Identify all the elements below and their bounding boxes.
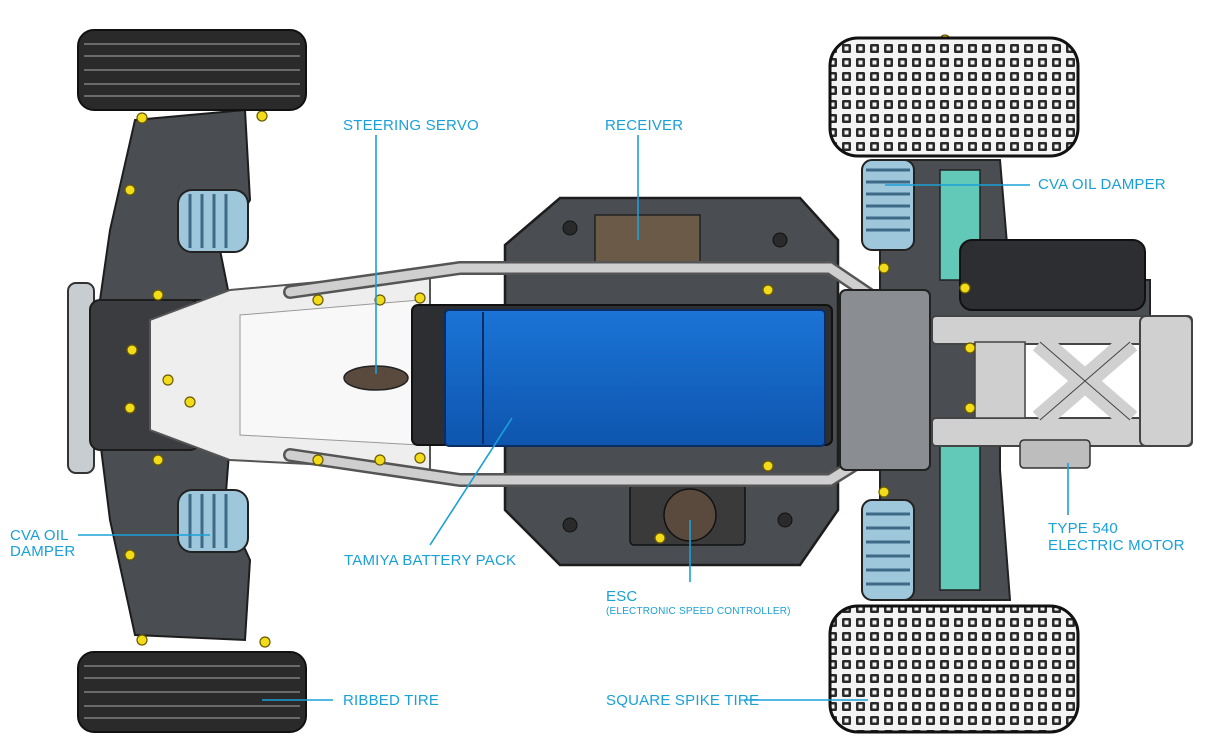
rear-frame — [931, 315, 1193, 447]
label-cva-damper-rear: CVA OIL DAMPER — [1038, 176, 1166, 193]
battery-pack — [444, 309, 826, 447]
front-damper-lower — [177, 489, 249, 553]
motor-body — [1019, 439, 1091, 469]
label-spike-tire: SQUARE SPIKE TIRE — [606, 692, 760, 709]
rear-chassis — [879, 159, 1151, 601]
label-motor-2: ELECTRIC MOTOR — [1048, 537, 1185, 554]
rear-gearbox — [839, 289, 931, 471]
label-motor-1: TYPE 540 — [1048, 520, 1118, 537]
leader-lines — [78, 135, 1069, 701]
label-cva-damper-front-2: DAMPER — [10, 543, 76, 560]
leader-battery-pack — [429, 417, 513, 546]
label-battery-pack: TAMIYA BATTERY PACK — [344, 552, 517, 569]
front-tire-top — [77, 29, 307, 111]
label-receiver: RECEIVER — [605, 117, 684, 134]
rear-damper-lower — [861, 499, 915, 601]
label-esc-full: (ELECTRONIC SPEED CONTROLLER) — [606, 606, 791, 617]
front-damper-upper — [177, 189, 249, 253]
rear-damper-upper — [861, 159, 915, 251]
receiver-box — [594, 214, 701, 268]
label-cva-damper-front-1: CVA OIL — [10, 527, 69, 544]
front-tire-bottom — [77, 651, 307, 733]
label-steering-servo: STEERING SERVO — [343, 117, 479, 134]
label-ribbed-tire: RIBBED TIRE — [343, 692, 440, 709]
rear-tire-bottom — [828, 604, 1080, 734]
rear-tire-top — [828, 36, 1080, 158]
label-esc: ESC — [606, 588, 638, 605]
